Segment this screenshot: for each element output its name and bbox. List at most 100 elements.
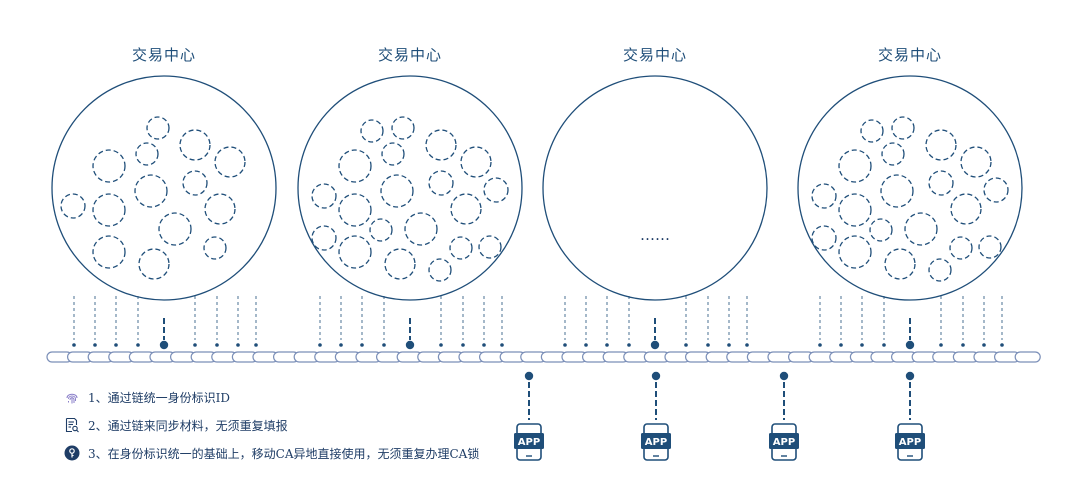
node-circle <box>904 212 938 246</box>
node-circle <box>60 193 86 219</box>
node-circle <box>460 146 492 178</box>
node-circle <box>891 116 915 140</box>
app-label: APP <box>899 437 921 448</box>
connector-node <box>405 340 415 350</box>
connector-node <box>159 340 169 350</box>
node-circle <box>960 146 992 178</box>
node-circle <box>92 149 126 183</box>
data-drop-dot <box>684 343 688 347</box>
key-icon <box>64 445 80 461</box>
mobile-app: APP <box>769 371 799 461</box>
node-circle <box>950 193 982 225</box>
trading-center-hub <box>797 75 1023 301</box>
data-drop-dot <box>236 343 240 347</box>
legend-text-1: 1、通过链统一身份标识ID <box>88 390 230 405</box>
node-circle <box>381 142 405 166</box>
data-drop-dot <box>1000 343 1004 347</box>
hub-title: 交易中心 <box>623 46 687 64</box>
app-label: APP <box>773 437 795 448</box>
node-circle <box>884 248 916 280</box>
data-drop-dot <box>72 343 76 347</box>
phone-icon <box>514 423 544 461</box>
node-circle <box>360 119 384 143</box>
phone-icon <box>769 423 799 461</box>
node-circle <box>880 174 914 208</box>
blockchain-chain <box>46 351 1041 363</box>
data-drop-dot <box>193 343 197 347</box>
trading-center-hub <box>51 75 277 301</box>
app-connector-node <box>905 371 915 381</box>
node-circle <box>158 212 192 246</box>
data-drop-dot <box>882 343 886 347</box>
data-drop-dot <box>339 343 343 347</box>
node-circle <box>404 212 438 246</box>
data-drop-dot <box>114 343 118 347</box>
node-circle <box>478 235 502 259</box>
connector-node <box>650 340 660 350</box>
app-connector-node <box>651 371 661 381</box>
node-circle <box>311 225 337 251</box>
node-circle <box>391 116 415 140</box>
node-circle <box>838 235 872 269</box>
app-connector-node <box>779 371 789 381</box>
node-circle <box>203 236 227 260</box>
trading-center-hub <box>297 75 523 301</box>
data-drop-dot <box>461 343 465 347</box>
app-label: APP <box>645 437 667 448</box>
data-drop-dot <box>318 343 322 347</box>
mobile-app: APP <box>514 371 544 461</box>
hub-circle <box>797 75 1023 301</box>
data-drop-dot <box>939 343 943 347</box>
legend-item-ca: 3、在身份标识统一的基础上，移动CA异地直接使用，无须重复办理CA锁 <box>64 440 479 466</box>
app-label: APP <box>518 437 540 448</box>
node-circle <box>449 236 473 260</box>
data-drop-dot <box>605 343 609 347</box>
data-drop-dot <box>584 343 588 347</box>
data-drop-dot <box>860 343 864 347</box>
phone-icon <box>895 423 925 461</box>
data-drop-dot <box>254 343 258 347</box>
data-drop-dot <box>215 343 219 347</box>
node-circle <box>380 174 414 208</box>
legend-text-3: 3、在身份标识统一的基础上，移动CA异地直接使用，无须重复办理CA锁 <box>88 446 480 461</box>
data-drop-dot <box>93 343 97 347</box>
data-drop-dot <box>982 343 986 347</box>
node-circle <box>881 142 905 166</box>
hub-circle <box>51 75 277 301</box>
node-circle <box>369 218 393 242</box>
node-circle <box>428 170 454 196</box>
hub-ellipsis: …… <box>640 226 670 244</box>
node-circle <box>338 193 372 227</box>
document-search-icon <box>65 417 79 433</box>
legend: 1、通过链统一身份标识ID 2、通过链来同步材料，无须重复填报 3、在身份标识统… <box>64 384 479 468</box>
node-circle <box>214 146 246 178</box>
node-circle <box>928 258 952 282</box>
node-circle <box>983 177 1009 203</box>
node-circle <box>483 177 509 203</box>
node-circle <box>450 193 482 225</box>
node-circle <box>949 236 973 260</box>
node-circle <box>860 119 884 143</box>
data-drop-dot <box>382 343 386 347</box>
data-drop-dot <box>563 343 567 347</box>
trading-center-hub: …… <box>542 75 768 301</box>
mobile-app: APP <box>895 371 925 461</box>
data-drop-dot <box>745 343 749 347</box>
node-circle <box>425 129 457 161</box>
node-circle <box>925 129 957 161</box>
hub-circle <box>542 75 768 301</box>
node-circle <box>978 235 1002 259</box>
node-circle <box>838 149 872 183</box>
legend-item-identity: 1、通过链统一身份标识ID <box>64 384 479 410</box>
node-circle <box>146 116 170 140</box>
node-circle <box>811 183 837 209</box>
data-drop-dot <box>961 343 965 347</box>
node-circle <box>338 149 372 183</box>
node-circle <box>928 170 954 196</box>
fingerprint-icon <box>66 393 78 404</box>
data-drop-dot <box>818 343 822 347</box>
mobile-app: APP <box>641 371 671 461</box>
node-circle <box>134 174 168 208</box>
node-circle <box>179 129 211 161</box>
